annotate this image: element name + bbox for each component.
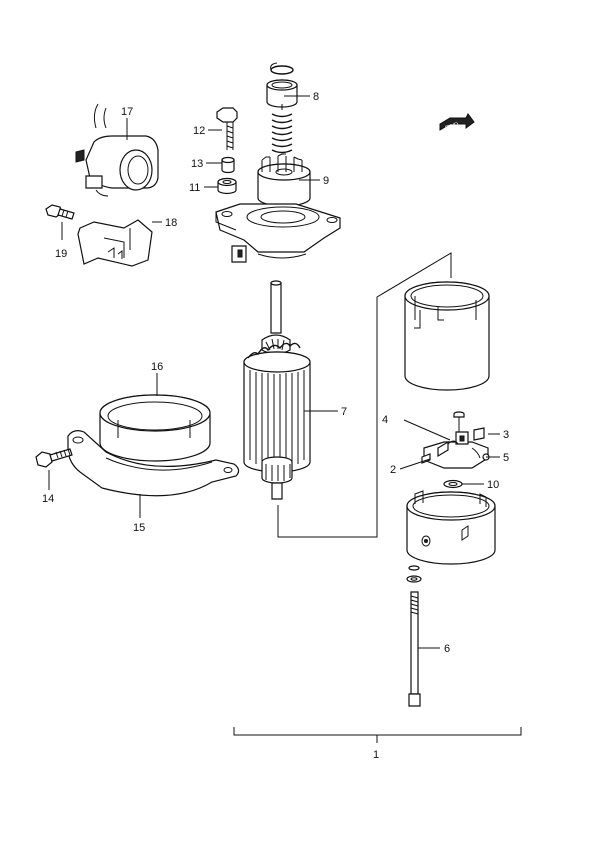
collar-11	[217, 177, 237, 195]
callout-13: 13	[191, 158, 203, 170]
brush-holder	[421, 411, 490, 469]
commutator-end-cover	[406, 490, 496, 565]
bolt-14	[35, 448, 73, 468]
bolt-19	[45, 204, 75, 220]
forward-direction-marker: FWD	[439, 113, 475, 132]
forward-marker-text: FWD	[445, 122, 460, 132]
callout-16: 16	[151, 361, 163, 373]
callout-6: 6	[444, 643, 450, 655]
mounting-bracket	[67, 430, 240, 497]
leader-lines	[48, 95, 500, 649]
callout-3: 3	[503, 429, 509, 441]
relay-cover	[77, 219, 153, 267]
callout-4: 4	[382, 414, 388, 426]
rubber-band	[99, 394, 211, 462]
callout-19: 19	[55, 248, 67, 260]
callout-9: 9	[323, 175, 329, 187]
snap-ring-sleeve-spring	[266, 62, 298, 154]
armature	[243, 280, 311, 500]
washer-10	[443, 479, 463, 489]
callout-10: 10	[487, 479, 499, 491]
solenoid-relay	[75, 103, 159, 197]
callout-18: 18	[165, 217, 177, 229]
bushing-13	[221, 156, 235, 174]
callout-11: 11	[189, 182, 200, 194]
through-bolt	[406, 565, 422, 707]
callout-5: 5	[503, 452, 509, 464]
bolt-12	[216, 107, 238, 150]
pinion-gear	[257, 153, 311, 207]
yoke-housing	[404, 281, 490, 391]
callout-1: 1	[373, 749, 379, 761]
callout-8: 8	[313, 91, 319, 103]
callout-12: 12	[193, 125, 205, 137]
callout-labels: 1 2 3 4 5 6 7 8 9 10 11 12 13 14 15 16 1…	[42, 91, 509, 761]
callout-17: 17	[121, 106, 133, 118]
callout-15: 15	[133, 522, 145, 534]
drive-end-housing	[215, 203, 341, 263]
callout-7: 7	[341, 406, 347, 418]
callout-14: 14	[42, 493, 54, 505]
callout-2: 2	[390, 464, 396, 476]
assembly-bracket	[233, 727, 522, 743]
assembly-guide-line	[277, 252, 452, 538]
